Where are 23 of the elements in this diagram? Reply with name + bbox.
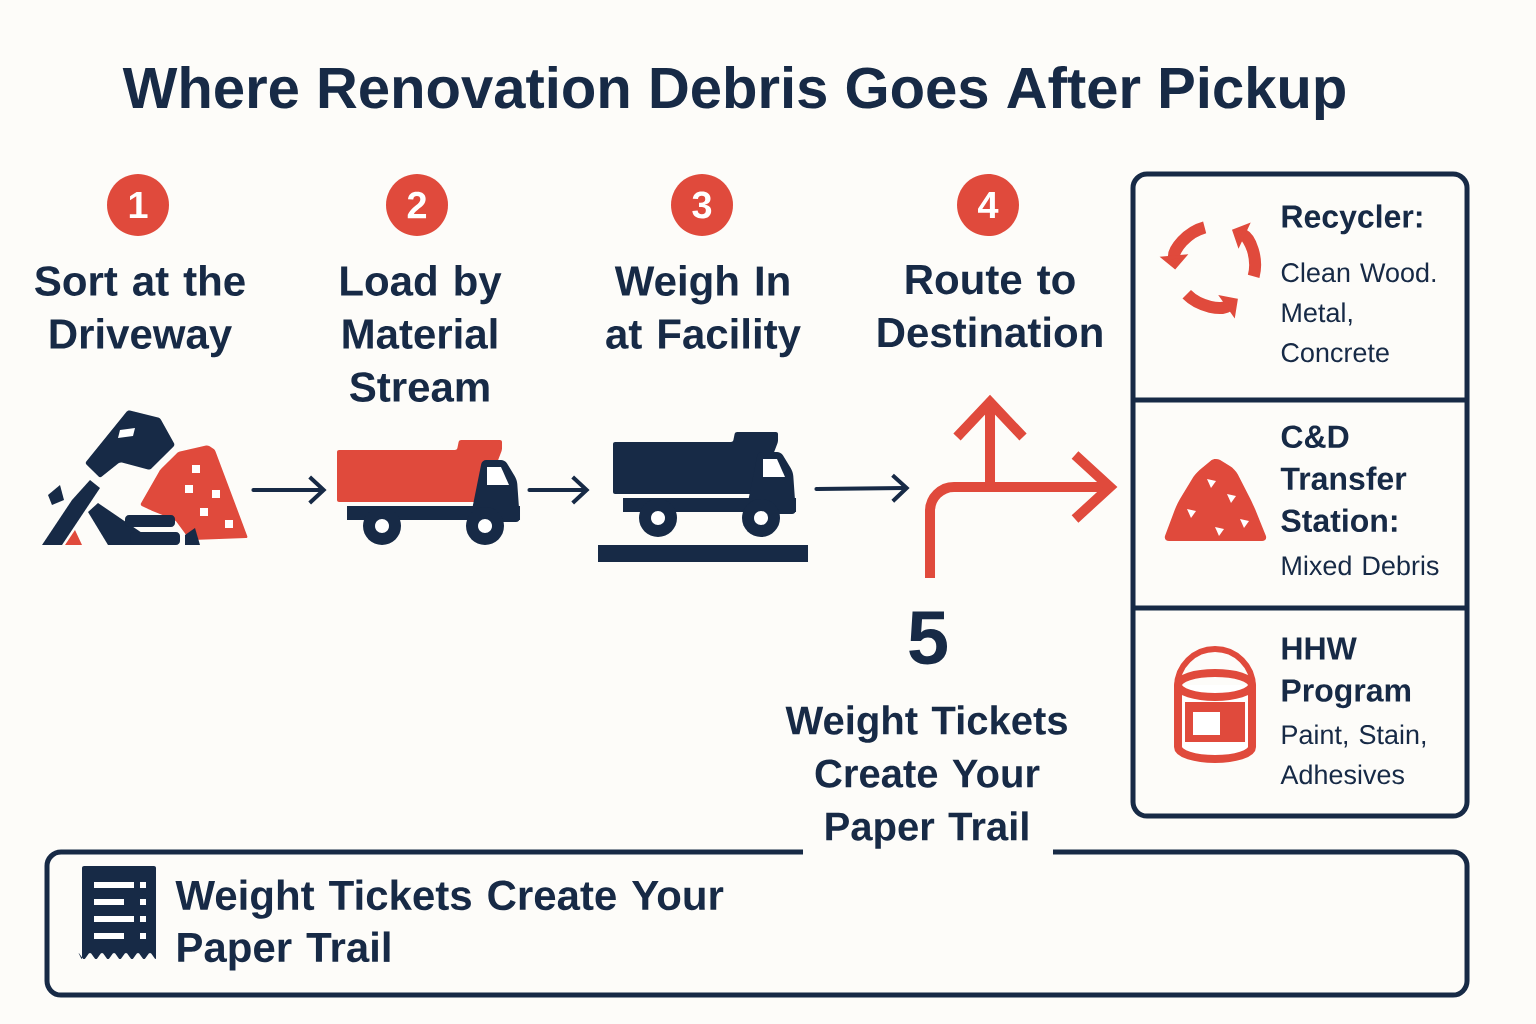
truck-scale-drawing: [598, 432, 808, 562]
step-heading: Route to Destination: [878, 265, 1102, 348]
arrow: [251, 475, 327, 505]
step-badge: 1: [107, 174, 169, 236]
step-badge: 4: [957, 174, 1019, 236]
step-heading: Sort at the Driveway: [35, 265, 245, 358]
destination-cell: Recycler: Clean Wood. Metal, Concrete: [1281, 204, 1436, 363]
paper-trail-banner: Weight Tickets Create Your Paper Trail: [44, 849, 1470, 998]
destination-cell: C&D Transfer Station: Mixed Debris: [1280, 425, 1439, 576]
dump-truck-drawing: [337, 440, 520, 545]
route-arrow-drawing: [925, 394, 1118, 578]
step-badge: 2: [386, 174, 448, 236]
arrow: [814, 473, 910, 503]
step-heading: Weigh In at Facility: [606, 265, 801, 358]
debris-pile-drawing: [42, 410, 248, 545]
arrow: [527, 475, 590, 505]
destination-cell: HHW Program Paint, Stain, Adhesives: [1280, 637, 1426, 785]
step-number: 5: [909, 611, 948, 665]
step-badge: 3: [671, 174, 733, 236]
destination-panel: [1130, 171, 1470, 819]
step-heading: Load by Material Stream: [341, 265, 502, 402]
step-heading: Weight Tickets Create Your Paper Trail: [785, 705, 1067, 849]
title: Where Renovation Debris Goes After Pickup: [122, 65, 1345, 121]
